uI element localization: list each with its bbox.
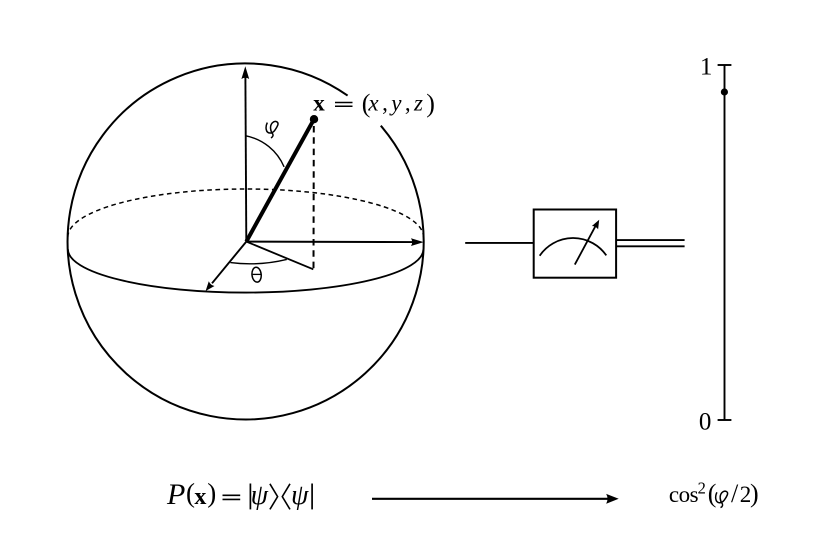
svg-text:0: 0 bbox=[699, 408, 712, 435]
svg-text:x: x bbox=[194, 484, 206, 510]
svg-text:( ): ( ) bbox=[186, 478, 216, 508]
svg-text:x x , y ,: x x , y , z bbox=[313, 91, 423, 116]
svg-text:2: 2 bbox=[740, 482, 752, 507]
svg-text:P: P bbox=[166, 478, 185, 511]
svg-text:cos: cos bbox=[669, 482, 699, 507]
svg-text:( / ): ( / ) bbox=[708, 479, 759, 508]
svg-text:2: 2 bbox=[698, 478, 706, 497]
svg-text:ψ: ψ bbox=[291, 480, 309, 511]
svg-text:ψ: ψ bbox=[251, 480, 269, 511]
svg-text:( ): ( ) bbox=[362, 89, 435, 118]
svg-text:1: 1 bbox=[700, 54, 713, 81]
